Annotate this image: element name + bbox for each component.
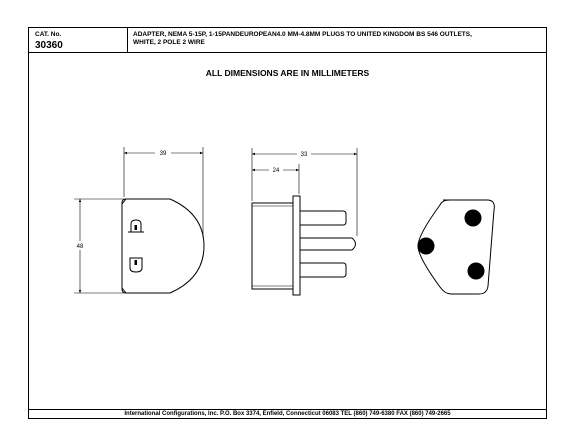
- plug-pin: [300, 262, 347, 278]
- title-block: CAT. No. 30360 ADAPTER, NEMA 5-15P, 1-15…: [29, 28, 546, 53]
- title-block-divider: [127, 28, 128, 53]
- plug-pin-icon: [464, 209, 482, 227]
- company-footer: International Configurations, Inc. P.O. …: [124, 411, 451, 417]
- front-height-dimension: 48: [77, 244, 84, 250]
- side-overall-dimension: 33: [301, 152, 308, 158]
- side-view: [251, 148, 358, 296]
- catalog-number: 30360: [35, 40, 63, 51]
- product-description: ADAPTER, NEMA 5-15P, 1-15PANDEUROPEAN4.0…: [133, 31, 541, 47]
- outlet-socket-icon: [130, 219, 142, 233]
- footer-divider: [29, 409, 546, 410]
- catalog-number-label: CAT. No.: [35, 31, 62, 38]
- outlet-socket-icon: [129, 257, 143, 273]
- plug-pin-icon: [467, 262, 485, 280]
- description-line-1: ADAPTER, NEMA 5-15P, 1-15PANDEUROPEAN4.0…: [133, 31, 472, 38]
- front-view: [74, 147, 205, 294]
- plug-pin: [300, 210, 347, 226]
- units-note: ALL DIMENSIONS ARE IN MILLIMETERS: [205, 68, 370, 78]
- plug-pin: [300, 237, 356, 251]
- drawing-sheet: CAT. No. 30360 ADAPTER, NEMA 5-15P, 1-15…: [28, 27, 547, 419]
- pin-end-view: [417, 199, 495, 295]
- front-width-dimension: 39: [160, 151, 167, 157]
- description-line-2: WHITE, 2 POLE 2 WIRE: [133, 39, 205, 46]
- side-body-dimension: 24: [273, 168, 280, 174]
- plug-pin-icon: [417, 237, 435, 255]
